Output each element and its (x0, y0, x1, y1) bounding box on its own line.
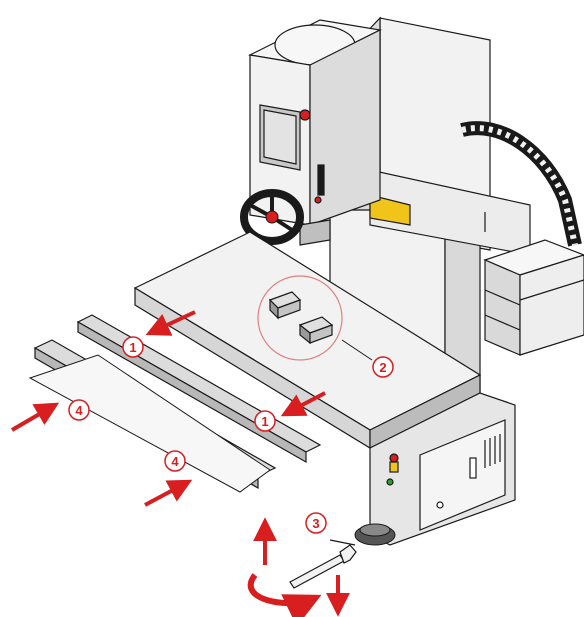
clamp-blocks (268, 291, 334, 345)
handwheel-icon (240, 189, 304, 245)
callout-2: 2 (372, 356, 394, 378)
tool-box (483, 239, 584, 356)
callout-ring-2 (257, 275, 343, 361)
callout-label: 4 (75, 403, 83, 418)
rotate-arrow-icon (247, 573, 322, 617)
arrow-1a (145, 310, 196, 336)
leveling-foot (354, 523, 396, 546)
base-cabinet (369, 392, 516, 546)
leader-line-2 (341, 339, 373, 361)
callout-label: 1 (129, 340, 136, 355)
callout-label: 4 (171, 454, 179, 469)
callout-4b: 4 (164, 450, 186, 472)
direction-arrows (10, 310, 350, 617)
cable-chain (460, 121, 582, 247)
callout-3: 3 (305, 512, 327, 534)
callout-1b: 1 (254, 410, 276, 432)
callout-1a: 1 (122, 336, 144, 358)
machine-head (248, 19, 382, 246)
callout-label: 2 (379, 360, 386, 375)
arrow-1b (280, 391, 326, 417)
arrow-4b (144, 479, 193, 507)
wrench-icon (289, 539, 357, 589)
callout-4a: 4 (68, 399, 90, 421)
arrow-4a (10, 402, 60, 432)
callout-label: 1 (261, 414, 268, 429)
callout-label: 3 (312, 516, 319, 531)
cover-sheet (28, 354, 271, 493)
